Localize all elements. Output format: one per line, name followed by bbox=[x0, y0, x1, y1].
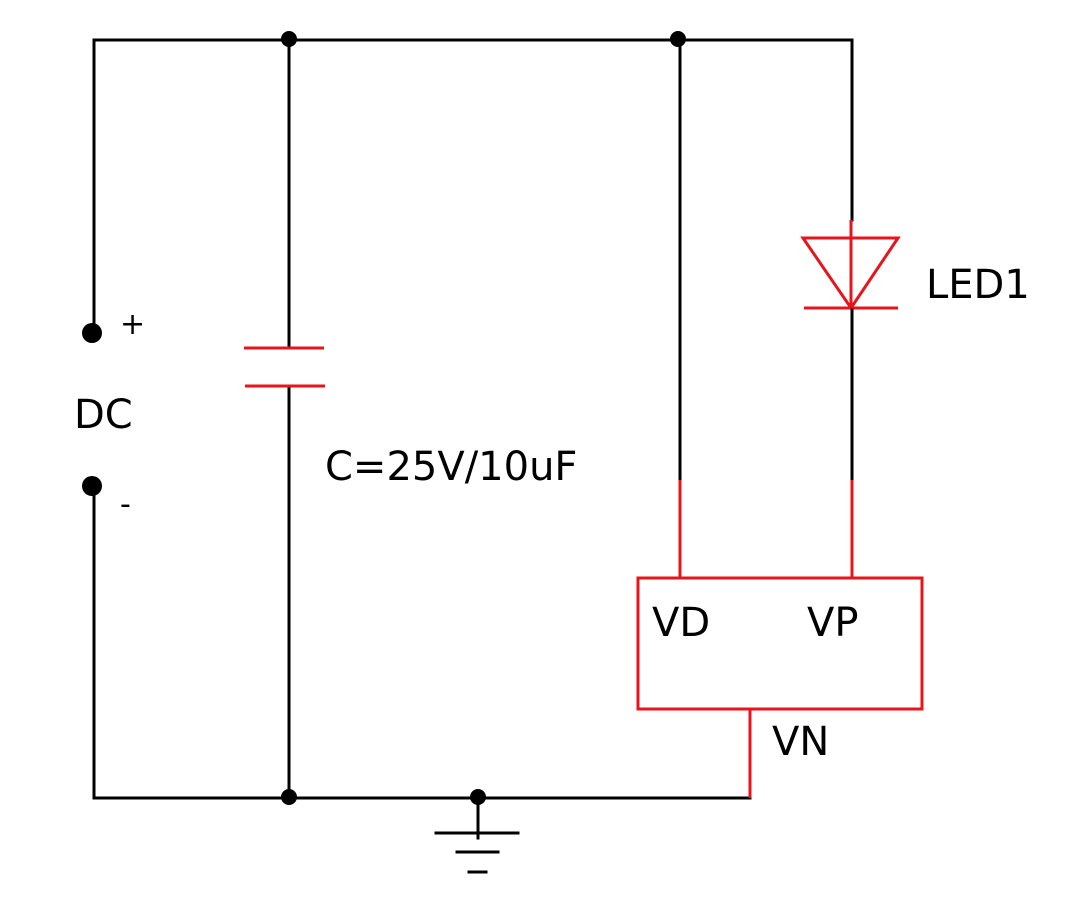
pin-vd-label: VD bbox=[652, 600, 710, 646]
terminal-dc-positive bbox=[82, 323, 102, 343]
led-triangle bbox=[800, 236, 901, 311]
junction-dot-top-cap bbox=[281, 31, 297, 47]
junction-dot-top-vd bbox=[670, 31, 686, 47]
dc-label: DC bbox=[74, 392, 133, 438]
terminal-dc-negative bbox=[82, 476, 102, 496]
pin-vp-label: VP bbox=[807, 600, 858, 646]
junction-dot-ground bbox=[470, 789, 486, 805]
module-box bbox=[636, 576, 924, 711]
pin-vn-label: VN bbox=[772, 719, 829, 765]
junction-dot-bottom-cap bbox=[281, 789, 297, 805]
capacitor-label: C=25V/10uF bbox=[325, 444, 577, 490]
dc-negative-label: - bbox=[120, 487, 131, 522]
led-label: LED1 bbox=[926, 262, 1030, 308]
dc-positive-label: + bbox=[120, 307, 145, 342]
